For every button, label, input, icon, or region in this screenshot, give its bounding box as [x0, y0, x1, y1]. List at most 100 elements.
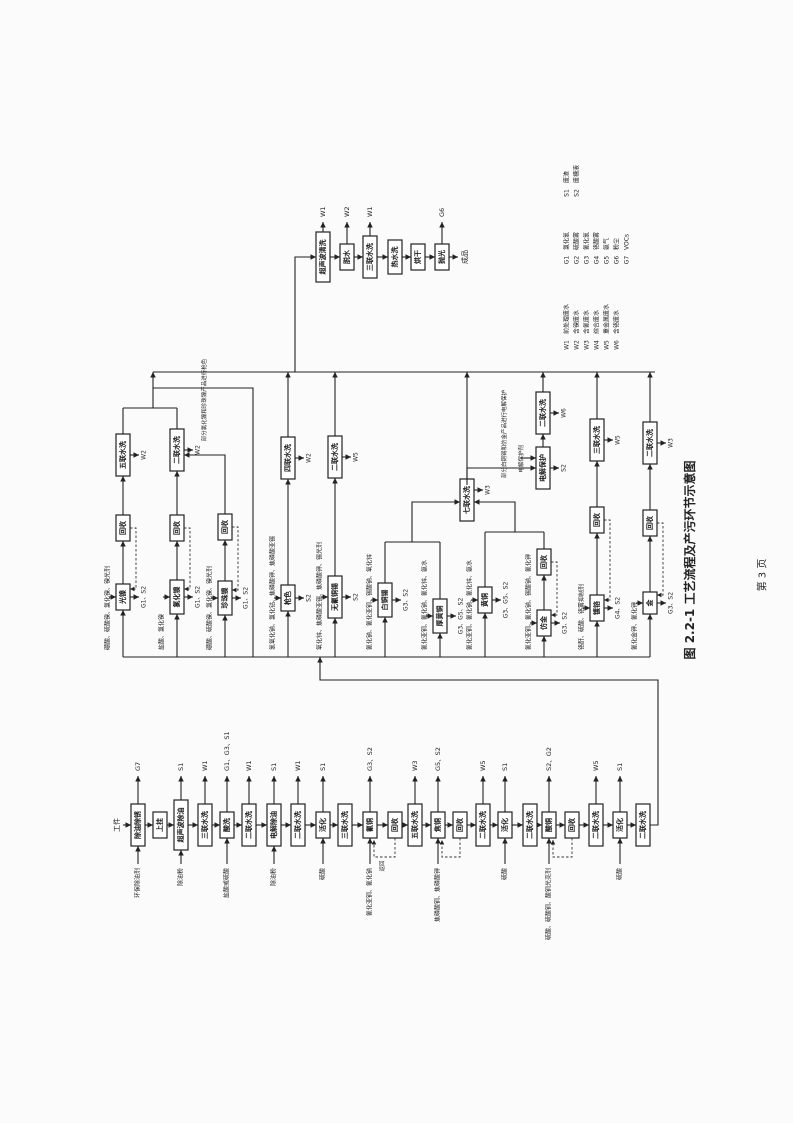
input-label: 盐酸、氯化镍 — [158, 614, 166, 650]
emission-label: W1 — [201, 760, 209, 771]
legend-code: G1 — [564, 256, 571, 265]
input-label: 氰化亚铜、氰化钠、锡酸钠、氰化钾 — [525, 554, 533, 650]
branch-plating-10: 金 — [642, 591, 658, 615]
legend-code: W6 — [614, 340, 621, 350]
emission-label: W1 — [245, 760, 253, 771]
cyanide-feed-a — [411, 499, 460, 542]
return-line — [551, 561, 558, 618]
to-protect — [466, 465, 536, 485]
process-label: 三联水洗 — [592, 426, 601, 454]
branch-rinse-10: 二联水洗 — [642, 421, 658, 465]
process-label: 电解保护 — [538, 454, 547, 482]
emission-label: S2 — [561, 464, 568, 472]
branch-recover-1: 回收 — [169, 514, 185, 542]
emission-label: G1、S2 — [195, 586, 202, 608]
main-step-14: 回收 — [452, 811, 468, 839]
main-step-5: 二联水洗 — [241, 803, 257, 847]
emission-label: S2 — [353, 593, 360, 601]
process-label: 回收 — [390, 817, 399, 832]
process-label: 酸洗 — [222, 818, 231, 832]
input-label: 氰化钠、氰化亚铜、锡酸钠、氧化锌 — [366, 554, 374, 650]
input-label: 氰化亚铜、氰化钠 — [366, 868, 374, 916]
process-label: 二联水洗 — [172, 436, 181, 464]
electro-protect: 电解保护 — [535, 446, 551, 490]
branch-recover-10: 回收 — [642, 509, 658, 537]
main-step-15: 二联水洗 — [475, 803, 491, 847]
emission-label: W3 — [668, 438, 675, 448]
process-label: 超声波除油 — [176, 808, 185, 843]
emission-label: G4、S2 — [615, 597, 622, 619]
branch-plating-1: 氯化镍 — [169, 579, 185, 615]
emission-label: G3、S2 — [562, 612, 569, 634]
final-step-2: 三联水洗 — [362, 235, 378, 279]
input-label: 硫酸 — [501, 868, 509, 880]
legend-code: W2 — [574, 340, 581, 350]
process-label: 回收 — [220, 519, 229, 534]
emission-label: W5 — [592, 760, 600, 771]
input-label: 氰化亚铜、氰化钠、氰化锌、氨水 — [466, 560, 474, 650]
workpiece-label: 工件 — [112, 818, 121, 832]
protect-rinse: 二联水洗 — [535, 391, 551, 435]
emission-label: S2、G2 — [545, 747, 553, 771]
process-label: 光镍 — [118, 590, 127, 605]
branch-recover-2: 回收 — [217, 513, 233, 541]
emission-label: S1 — [270, 763, 278, 771]
legend-name: 粉尘 — [613, 238, 621, 250]
final-step-0: 超声波清洗 — [315, 231, 331, 283]
process-label: 二联水洗 — [244, 811, 253, 839]
final-step-3: 热水洗 — [387, 239, 403, 275]
process-label: 七联水洗 — [462, 486, 471, 514]
branch-rinse-3: 四联水洗 — [280, 436, 296, 480]
branch-rinse-4: 二联水洗 — [327, 435, 343, 479]
branch-plating-3: 枪色 — [280, 584, 296, 612]
process-label: 二联水洗 — [293, 811, 302, 839]
main-step-8: 活化 — [315, 811, 331, 839]
input-label: 氧化锌、焦磷酸亚锡、焦磷酸钾、锡光剂 — [316, 542, 324, 650]
emission-label: W3 — [411, 760, 419, 771]
main-step-7: 二联水洗 — [290, 803, 306, 847]
process-label: 二联水洗 — [645, 429, 654, 457]
main-step-2: 超声波除油 — [173, 799, 189, 851]
branch-plating-4: 无氰铜锡 — [327, 575, 343, 619]
emission-label: G3、G5、S2 — [503, 582, 510, 619]
process-label: 活化 — [500, 818, 509, 832]
branch-plating-2: 珍珠镍 — [217, 580, 233, 616]
emission-label: S2 — [306, 594, 313, 602]
emission-label: G3、S2 — [366, 747, 374, 771]
return-note: 返回 — [379, 860, 386, 872]
process-label: 脱水 — [342, 249, 351, 264]
input-label: 焦磷酸铜、焦磷酸钾 — [434, 868, 442, 922]
emission-label: G7 — [134, 762, 142, 771]
to-final-line — [294, 254, 316, 372]
process-label: 五联水洗 — [410, 811, 419, 839]
process-label: 三联水洗 — [200, 811, 209, 839]
main-step-6: 电解除油 — [266, 803, 282, 847]
cyanide-feed-b — [474, 499, 516, 532]
return-line — [371, 838, 396, 858]
emission-label: G6 — [438, 208, 446, 217]
process-label: 活化 — [615, 818, 624, 832]
emission-label: W5 — [615, 435, 622, 445]
main-step-19: 回收 — [564, 811, 580, 839]
legend-code: G3 — [584, 256, 591, 265]
emission-label: W1 — [366, 206, 374, 217]
legend-code: S2 — [574, 189, 581, 197]
note-text: 部分氯化镍和珍珠镍产品进行枪色 — [200, 358, 208, 441]
process-label: 氯化镍 — [172, 587, 181, 608]
legend-code: G5 — [604, 256, 611, 265]
process-label: 电解除油 — [269, 811, 278, 839]
process-label: 枪色 — [283, 591, 292, 605]
process-label: 三联水洗 — [365, 243, 374, 271]
branch-recover-8: 回收 — [536, 548, 552, 576]
legend-name: 废槽液 — [573, 165, 581, 183]
page-number: 第 3 页 — [756, 559, 769, 592]
process-label: 二联水洗 — [638, 811, 647, 839]
emission-label: G1、G3、S1 — [223, 731, 231, 771]
main-step-0: 除油除锈 — [130, 803, 146, 847]
process-label: 抛光 — [437, 250, 446, 264]
emission-label: S1 — [177, 763, 185, 771]
return-line — [550, 838, 573, 858]
input-label: 硫酸、硫酸铜、酸铜光亮剂 — [545, 868, 553, 940]
main-step-20: 二联水洗 — [588, 803, 604, 847]
input-label: 氰化亚铜、氰化钠、氰化锌、氨水 — [421, 560, 429, 650]
